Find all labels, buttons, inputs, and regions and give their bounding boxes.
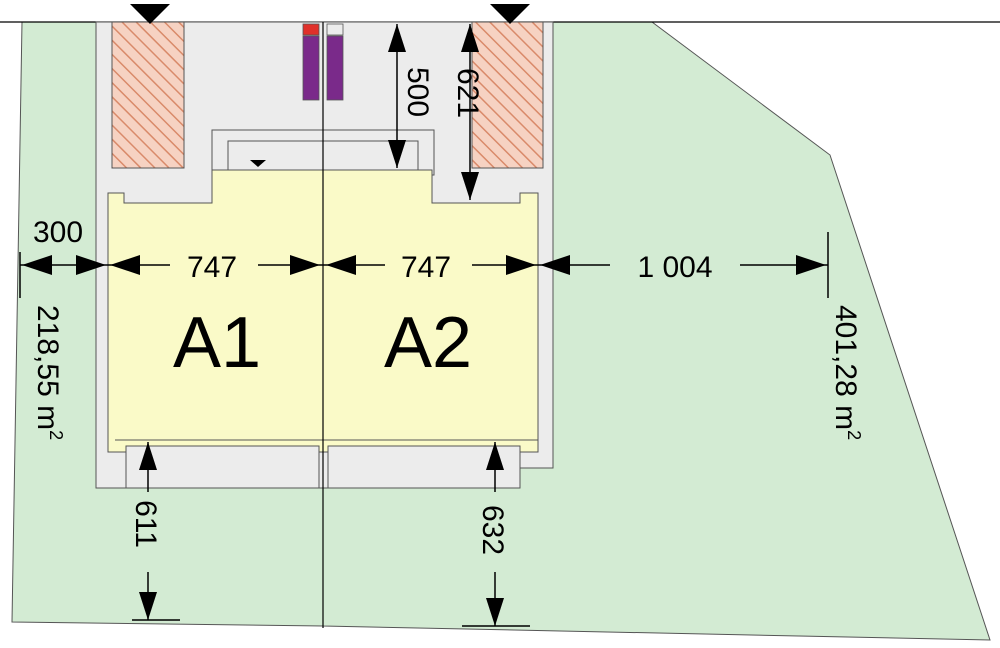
- gate-marker-icon: [250, 160, 266, 167]
- parking-space-a2: [471, 21, 544, 169]
- dimension-side-depth: 621: [451, 68, 484, 118]
- unit-label-a1: A1: [173, 303, 261, 383]
- plot-area-right: 401,28 m2: [829, 305, 864, 440]
- front-a1-dimension: [132, 442, 180, 621]
- dimension-a2-width: 747: [401, 251, 451, 284]
- plot-area-right-value: 401,28 m: [829, 305, 862, 430]
- dimension-left-setback: 300: [33, 216, 83, 249]
- unit-label-a2: A2: [384, 303, 472, 383]
- bin-lid-icon: [326, 23, 344, 36]
- dimension-garage-depth: 500: [401, 67, 434, 117]
- parking-space-a1: [111, 21, 185, 169]
- entrance-arrow-icon: [490, 4, 530, 24]
- side-depth-dimension: [461, 24, 479, 200]
- bin-red-icon: [302, 23, 320, 36]
- bin-purple-icon: [326, 35, 344, 101]
- plot-area-left-value: 218,55 m: [31, 305, 64, 430]
- terrace-a1: [125, 445, 320, 489]
- plot-area-left-unit: 2: [46, 430, 66, 440]
- dimension-front-a1: 611: [129, 500, 162, 548]
- bin-purple-icon: [302, 35, 320, 101]
- entrance-arrow-icon: [130, 4, 170, 24]
- garage-depth-dimension: [388, 24, 406, 168]
- dimension-front-a2: 632: [476, 505, 509, 555]
- watermark: otodom: [4, 623, 54, 640]
- plot-area-right-unit: 2: [844, 430, 864, 440]
- front-a2-dimension: [462, 442, 530, 627]
- dimension-a1-width: 747: [187, 251, 237, 284]
- dimension-right-setback: 1 004: [637, 251, 712, 284]
- horizontal-dimension-line: [19, 232, 829, 298]
- plot-area-left: 218,55 m2: [31, 305, 66, 440]
